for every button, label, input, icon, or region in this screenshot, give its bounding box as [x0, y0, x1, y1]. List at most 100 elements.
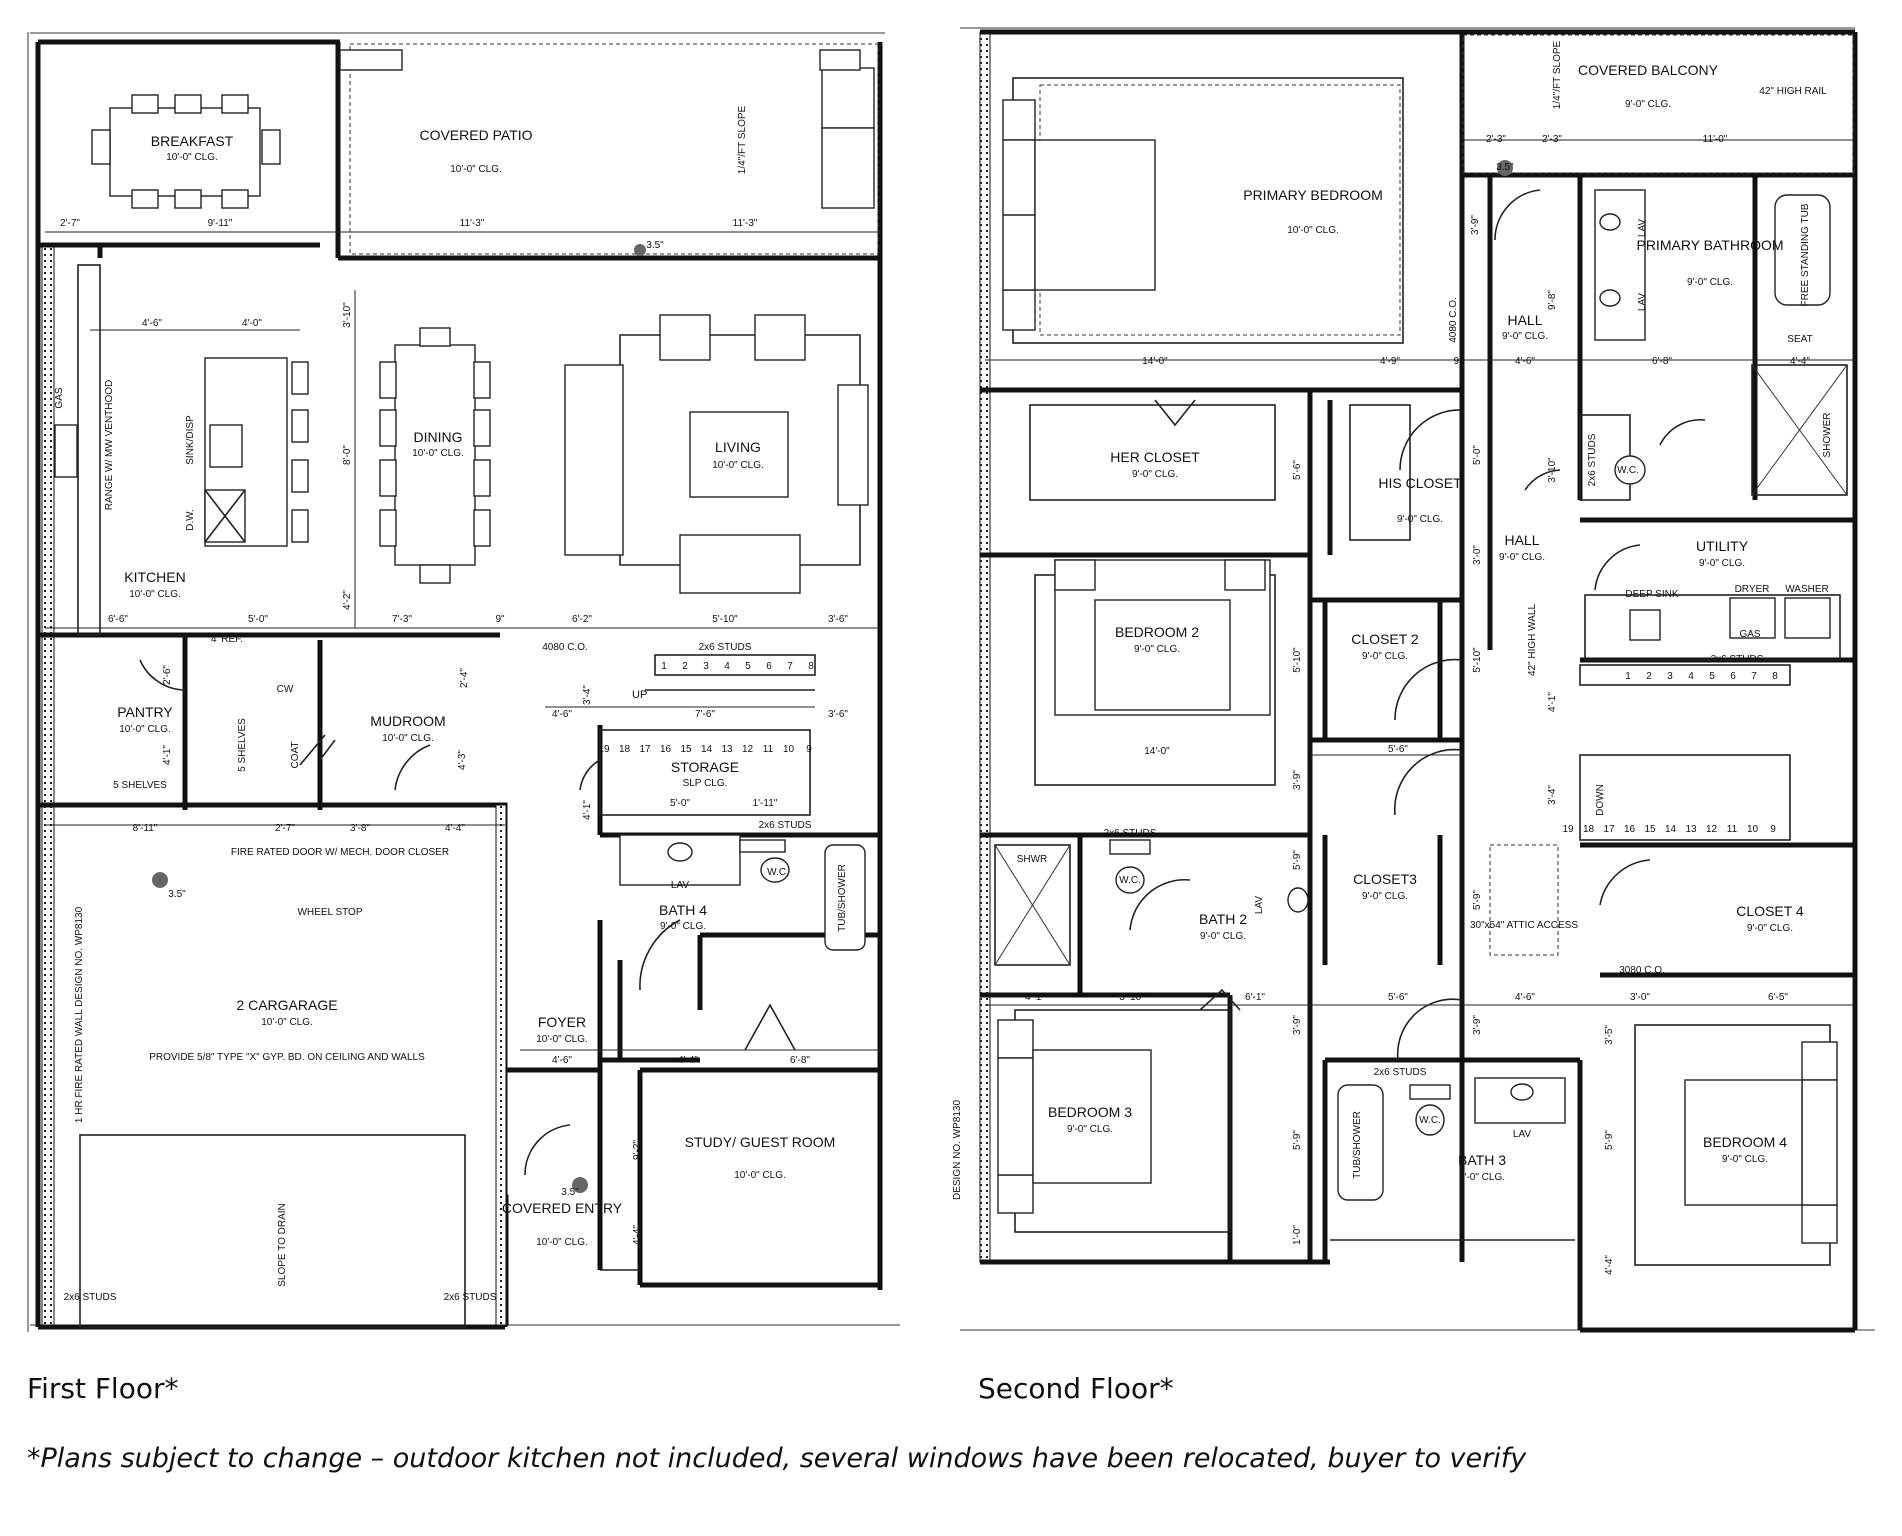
- fire-door-label: FIRE RATED DOOR W/ MECH. DOOR CLOSER: [231, 847, 449, 858]
- stair-tread-number: 16: [660, 744, 672, 755]
- dim-label: 3'-9": [1292, 770, 1303, 790]
- his-closet-shelf: [1349, 404, 1411, 541]
- first-floor-door-4080-label: 4080 C.O.: [542, 642, 588, 653]
- dim-label: 11'-0": [1703, 134, 1728, 145]
- stair-tread-number: 3: [1667, 671, 1673, 682]
- room-ceiling-kitchen: 10'-0" CLG.: [129, 589, 181, 600]
- room-ceiling-hall-upper: 9'-0" CLG.: [1502, 331, 1548, 342]
- second-floor-caption: Second Floor*: [978, 1372, 1174, 1405]
- dim-label: 2'-3": [1542, 134, 1562, 145]
- dim-label: 3'-9": [1472, 1015, 1483, 1035]
- first-floor-doors: [139, 659, 796, 1176]
- dim-label: 4'-4": [1790, 356, 1810, 367]
- room-name-primary-bedroom: PRIMARY BEDROOM: [1243, 187, 1383, 203]
- dim-label: 4'-3": [457, 750, 468, 770]
- dim-label: 9": [1453, 356, 1463, 367]
- patio-step-label: 3.5": [646, 240, 664, 251]
- stair-tread-number: 11: [1727, 824, 1738, 835]
- five-shelves-label: 5 SHELVES: [113, 780, 167, 791]
- bath4-wc: [760, 857, 790, 883]
- stair-tread-number: 10: [783, 744, 795, 755]
- room-ceiling-bath2: 9'-0" CLG.: [1200, 931, 1246, 942]
- garage-step-label: 3.5": [168, 889, 186, 900]
- wheel-stop-label: WHEEL STOP: [297, 907, 362, 918]
- dim-label: 4'-4": [632, 1225, 643, 1245]
- bath2-studs-label: 2x6 STUDS: [1104, 828, 1157, 839]
- stair-tread-number: 17: [1603, 824, 1615, 835]
- dim-label: 14'-0": [1142, 356, 1168, 367]
- washer-label: WASHER: [1785, 584, 1829, 595]
- stair-tread-number: 5: [1709, 671, 1715, 682]
- slope-drain-label: SLOPE TO DRAIN: [277, 1203, 288, 1287]
- room-ceiling-covered-entry: 10'-0" CLG.: [536, 1237, 588, 1248]
- room-name-bedroom4: BEDROOM 4: [1703, 1134, 1787, 1150]
- stair-tread-number: 3: [703, 661, 709, 672]
- door-3080-label: 3080 C.O.: [1619, 965, 1665, 976]
- patio-step-icon: [634, 244, 646, 256]
- bath3-wc: [1415, 1104, 1445, 1136]
- balcony-step-icon: [1497, 160, 1513, 176]
- room-ceiling-bath3: 9'-0" CLG.: [1459, 1172, 1505, 1183]
- room-ceiling-her-closet: 9'-0" CLG.: [1132, 469, 1178, 480]
- dim-label: 5'-9": [1292, 1130, 1303, 1150]
- dim-label: 4'-4": [678, 1055, 698, 1066]
- bath3-sink: [1510, 1083, 1534, 1101]
- deep-sink: [1629, 609, 1661, 641]
- dim-label: 2'-6": [162, 665, 173, 685]
- second-floor-plan: [960, 27, 1875, 1333]
- dim-label: 3'-6": [828, 709, 848, 720]
- bath4-lav-label: LAV: [671, 880, 689, 891]
- room-name-utility: UTILITY: [1696, 538, 1749, 554]
- primary-lav-1-label: LAV: [1637, 219, 1648, 237]
- bath3-tub-label: TUB/SHOWER: [1352, 1111, 1363, 1179]
- room-name-hall-upper: HALL: [1507, 312, 1542, 328]
- stair-tread-number: 13: [1685, 824, 1697, 835]
- dim-label: 3'-5": [1604, 1025, 1615, 1045]
- room-name-covered-entry: COVERED ENTRY: [502, 1200, 623, 1216]
- dim-label: 6'-6": [108, 614, 128, 625]
- dim-label: 3'-10": [1119, 992, 1145, 1003]
- bath3-lav-label: LAV: [1513, 1129, 1531, 1140]
- dim-label: 7'-6": [695, 709, 715, 720]
- room-ceiling-pantry: 10'-0" CLG.: [119, 724, 171, 735]
- room-name-living: LIVING: [715, 439, 761, 455]
- stair-tread-number: 16: [1624, 824, 1636, 835]
- first-floor-dimensions: 2'-7" 9'-11" 11'-3" 11'-3" 4'-6" 4'-0" 3…: [60, 218, 848, 1245]
- range-label: RANGE W/ MW VENTHOOD: [104, 380, 115, 511]
- room-name-storage: STORAGE: [671, 759, 739, 775]
- bath2-wc-tank: [1109, 839, 1151, 855]
- dim-label: 5'-10": [1292, 647, 1303, 673]
- room-name-bath4: BATH 4: [659, 902, 707, 918]
- room-ceiling-living: 10'-0" CLG.: [712, 460, 764, 471]
- room-name-bath2: BATH 2: [1199, 911, 1247, 927]
- room-name-closet2: CLOSET 2: [1351, 631, 1419, 647]
- garage-studs-right-label: 2x6 STUDS: [444, 1292, 497, 1303]
- bath4-tub-label: TUB/SHOWER: [837, 864, 848, 932]
- dim-label: 4'-6": [552, 709, 572, 720]
- dim-label: 9'-8": [1547, 290, 1558, 310]
- bath2-sink: [1287, 887, 1309, 913]
- stair-tread-number: 9: [806, 744, 812, 755]
- bath4-wc-label: W.C.: [767, 867, 789, 878]
- stair-tread-number: 9: [1770, 824, 1776, 835]
- dim-label: 5'-0": [248, 614, 268, 625]
- second-floor-walls: [979, 29, 1858, 1333]
- bath3-wc-label: W.C.: [1419, 1115, 1441, 1126]
- stair-tread-number: 8: [1772, 671, 1778, 682]
- dim-label: 4'-1": [1025, 992, 1045, 1003]
- room-ceiling-utility: 9'-0" CLG.: [1699, 558, 1745, 569]
- room-ceiling-foyer: 10'-0" CLG.: [536, 1034, 588, 1045]
- bath3-tub: [1337, 1084, 1384, 1201]
- five-shelves-vertical-label: 5 SHELVES: [237, 718, 248, 772]
- deep-sink-label: DEEP SINK: [1625, 589, 1678, 600]
- dim-label: 2'-7": [275, 823, 295, 834]
- dim-label: 4'-2": [342, 590, 353, 610]
- primary-vanity: [1594, 189, 1646, 341]
- first-floor-caption: First Floor*: [27, 1372, 179, 1405]
- room-name-garage: 2 CARGARAGE: [236, 997, 337, 1013]
- living-furniture: [564, 314, 869, 594]
- dim-label: 3'-8": [350, 823, 370, 834]
- patio-slope-label: 1/4"/FT SLOPE: [737, 105, 748, 174]
- dim-label: 5'-9": [1604, 1130, 1615, 1150]
